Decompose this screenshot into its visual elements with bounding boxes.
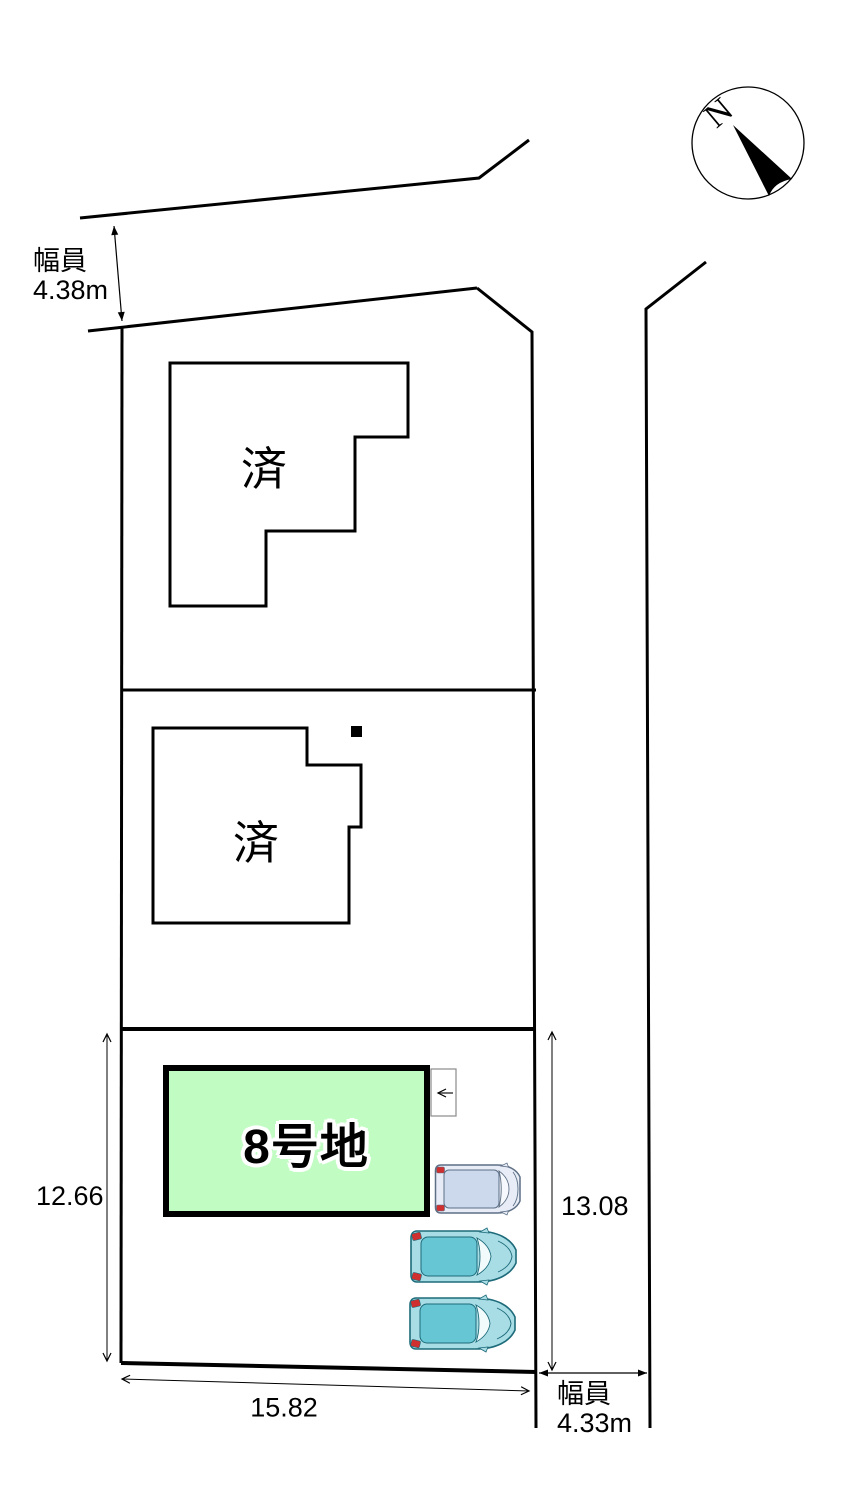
- road-width-caption: 幅員: [557, 1379, 611, 1409]
- survey-point-marker: [351, 726, 362, 737]
- lot-boundary-bottom: [120, 1361, 537, 1374]
- plot1-sold-label: 済: [241, 443, 287, 495]
- north-compass-icon: N: [691, 86, 805, 200]
- depth-right-dimension: 13.08: [561, 1191, 629, 1221]
- plot8-name-label: 8号地: [243, 1121, 369, 1174]
- dim-arrow-top-road-width: [111, 225, 125, 322]
- car-icon: [435, 1163, 520, 1215]
- sold-building-1-outline: [168, 361, 410, 608]
- top-road-width-label: 幅員 4.38m: [33, 247, 108, 305]
- dim-arrow-frontage: [120, 1374, 531, 1396]
- frontage-dimension: 15.82: [250, 1392, 318, 1423]
- plot8-building: [163, 1065, 430, 1217]
- top-road-lower-edge: [87, 286, 478, 333]
- road-width-value: 4.38m: [33, 275, 109, 305]
- right-road-outer-edge: [644, 260, 707, 1429]
- car-icon: [410, 1295, 515, 1352]
- bottom-road-width-label: 幅員 4.33m: [557, 1380, 632, 1438]
- lot-boundary-left: [119, 326, 124, 1364]
- sold-building-2-outline: [151, 726, 363, 925]
- lot-boundary-right: [476, 286, 538, 1429]
- plot2-sold-label: 済: [233, 817, 279, 869]
- car-icon: [411, 1228, 516, 1285]
- road-width-value: 4.33m: [557, 1408, 633, 1438]
- top-road-upper-edge: [79, 138, 530, 220]
- road-width-caption: 幅員: [33, 246, 87, 276]
- depth-left-dimension: 12.66: [36, 1181, 104, 1211]
